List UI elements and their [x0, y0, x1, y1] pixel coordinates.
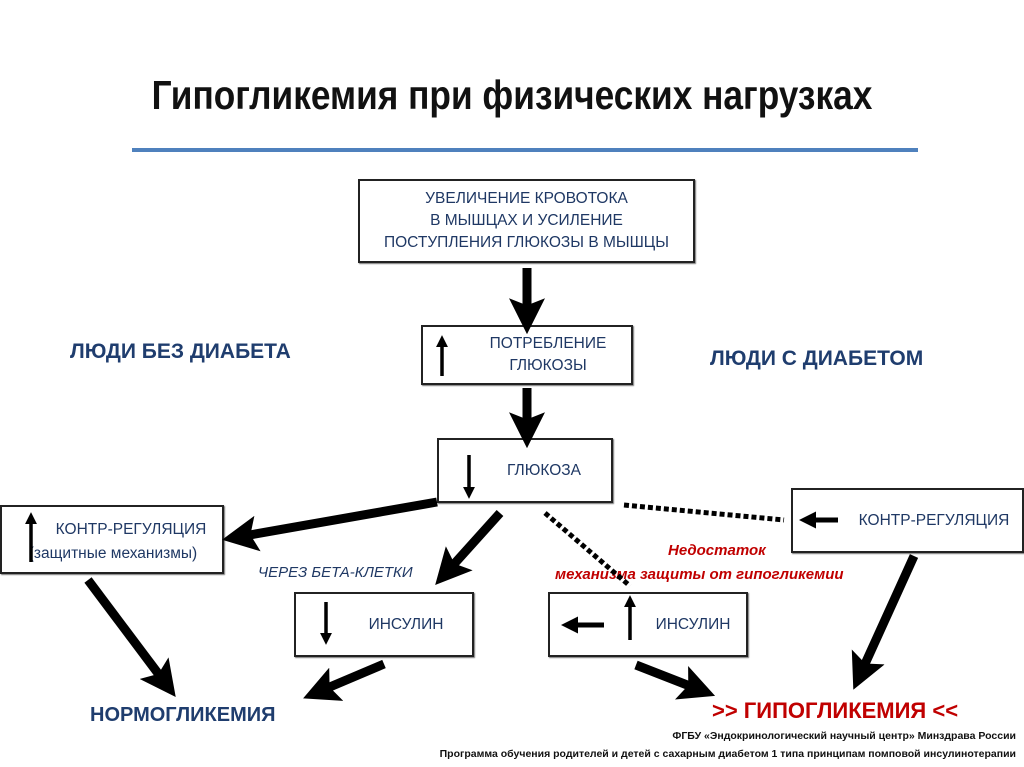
beta-cells-note: ЧЕРЕЗ БЕТА-КЛЕТКИ: [258, 564, 413, 581]
footer-program: Программа обучения родителей и детей с с…: [439, 748, 1016, 760]
counter-regulation-right-label: КОНТР-РЕГУЛЯЦИЯ: [858, 512, 1010, 529]
blood-flow-line-1: УВЕЛИЧЕНИЕ КРОВОТОКА: [425, 190, 628, 207]
counter-regulation-left-sublabel: (защитные механизмы): [28, 545, 198, 562]
footer-organization: ФГБУ «Эндокринологический научный центр»…: [672, 730, 1016, 742]
arrow-counter-regulation-right-to-hypoglycemia: [851, 554, 919, 690]
glucose-label: ГЛЮКОЗА: [507, 462, 581, 479]
consumption-line-1: ПОТРЕБЛЕНИЕ: [489, 335, 607, 352]
box-counter-regulation-right: КОНТР-РЕГУЛЯЦИЯ: [791, 488, 1024, 553]
box-glucose-consumption: ПОТРЕБЛЕНИЕ ГЛЮКОЗЫ: [421, 325, 633, 385]
arrow-glucose-to-insulin-left: [435, 509, 504, 586]
box-insulin-left: ИНСУЛИН: [294, 592, 474, 657]
deficiency-note-line-2: механизма защиты от гипогликемии: [555, 566, 844, 583]
blood-flow-line-2: В МЫШЦАХ И УСИЛЕНИЕ: [430, 212, 623, 229]
box-blood-flow: УВЕЛИЧЕНИЕ КРОВОТОКА В МЫШЦАХ И УСИЛЕНИЕ…: [358, 179, 695, 263]
insulin-left-label: ИНСУЛИН: [368, 616, 444, 633]
outcome-normoglycemia: НОРМОГЛИКЕМИЯ: [90, 704, 276, 726]
box-glucose: ГЛЮКОЗА: [437, 438, 613, 503]
counter-regulation-left-label: КОНТР-РЕГУЛЯЦИЯ: [55, 521, 207, 538]
insulin-right-label: ИНСУЛИН: [655, 616, 731, 633]
deficiency-note-line-1: Недостаток: [668, 542, 766, 559]
outcome-hypoglycemia: >> ГИПОГЛИКЕМИЯ <<: [712, 698, 959, 723]
consumption-line-2: ГЛЮКОЗЫ: [509, 357, 587, 374]
arrow-glucose-to-counter-regulation-left: [222, 497, 438, 552]
section-label-with-diabetes: ЛЮДИ С ДИАБЕТОМ: [710, 347, 924, 370]
arrow-insulin-right-to-hypoglycemia: [634, 660, 716, 700]
dotted-glucose-to-counter-regulation-right: [623, 502, 785, 523]
box-counter-regulation-left: КОНТР-РЕГУЛЯЦИЯ (защитные механизмы): [0, 505, 224, 574]
arrow-counter-regulation-to-normoglycemia: [84, 577, 176, 697]
slide-title: Гипогликемия при физических нагрузках: [151, 72, 873, 118]
arrow-insulin-left-to-normoglycemia: [303, 659, 386, 701]
title-underline: [132, 148, 918, 152]
box-insulin-right: ИНСУЛИН: [548, 592, 748, 657]
section-label-without-diabetes: ЛЮДИ БЕЗ ДИАБЕТА: [70, 340, 291, 363]
blood-flow-line-3: ПОСТУПЛЕНИЯ ГЛЮКОЗЫ В МЫШЦЫ: [383, 234, 669, 251]
